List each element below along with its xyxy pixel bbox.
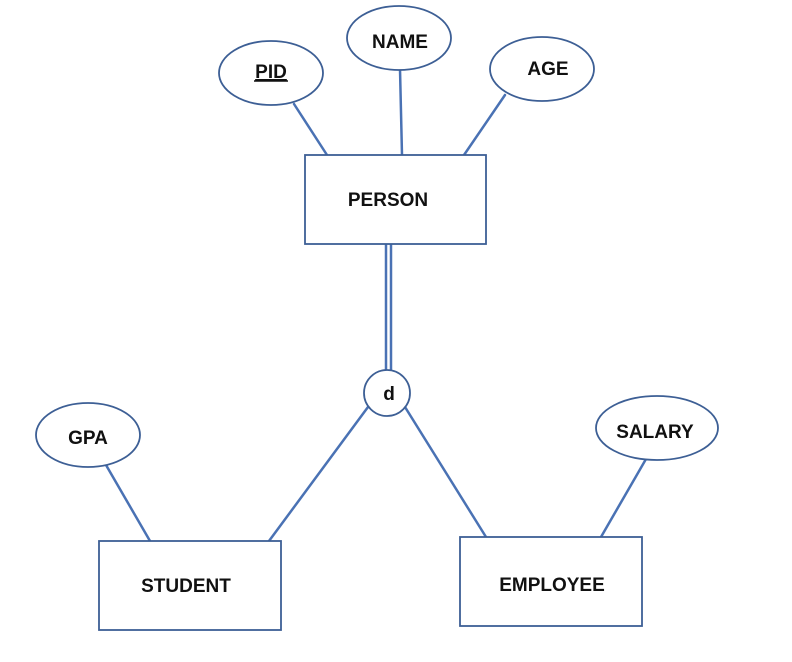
attribute-salary-label: SALARY xyxy=(616,422,694,443)
attribute-name-label: NAME xyxy=(372,32,428,53)
attribute-salary-ellipse xyxy=(595,395,719,461)
entity-person: PERSON xyxy=(304,154,487,245)
attribute-pid-ellipse xyxy=(218,40,324,106)
attribute-age-label: AGE xyxy=(527,59,568,80)
salary-connector xyxy=(599,457,648,539)
entity-student: STUDENT xyxy=(98,540,282,631)
disjoint-circle xyxy=(363,369,411,417)
attribute-gpa-label: GPA xyxy=(68,428,108,449)
attribute-name: NAME xyxy=(346,5,452,71)
entity-student-label: STUDENT xyxy=(141,576,231,597)
age-connector xyxy=(462,93,507,157)
entity-employee: EMPLOYEE xyxy=(459,536,643,627)
student-connector xyxy=(267,405,370,543)
entity-student-box xyxy=(98,540,282,631)
entity-person-label: PERSON xyxy=(348,190,428,211)
entity-person-box xyxy=(304,154,487,245)
disjoint-specialization: d xyxy=(363,369,411,417)
attribute-salary: SALARY xyxy=(595,395,719,461)
attribute-pid-label: PID xyxy=(255,62,287,83)
employee-connector xyxy=(403,405,488,539)
disjoint-symbol: d xyxy=(383,384,395,405)
name-connector xyxy=(398,67,404,157)
attribute-gpa: GPA xyxy=(35,402,141,468)
entity-employee-label: EMPLOYEE xyxy=(499,575,605,596)
attribute-name-ellipse xyxy=(346,5,452,71)
gpa-connector xyxy=(104,463,152,543)
attribute-age-ellipse xyxy=(489,36,595,102)
pid-connector xyxy=(292,102,329,157)
entity-employee-box xyxy=(459,536,643,627)
attribute-pid: PID xyxy=(218,40,324,106)
attribute-age: AGE xyxy=(489,36,595,102)
attribute-gpa-ellipse xyxy=(35,402,141,468)
